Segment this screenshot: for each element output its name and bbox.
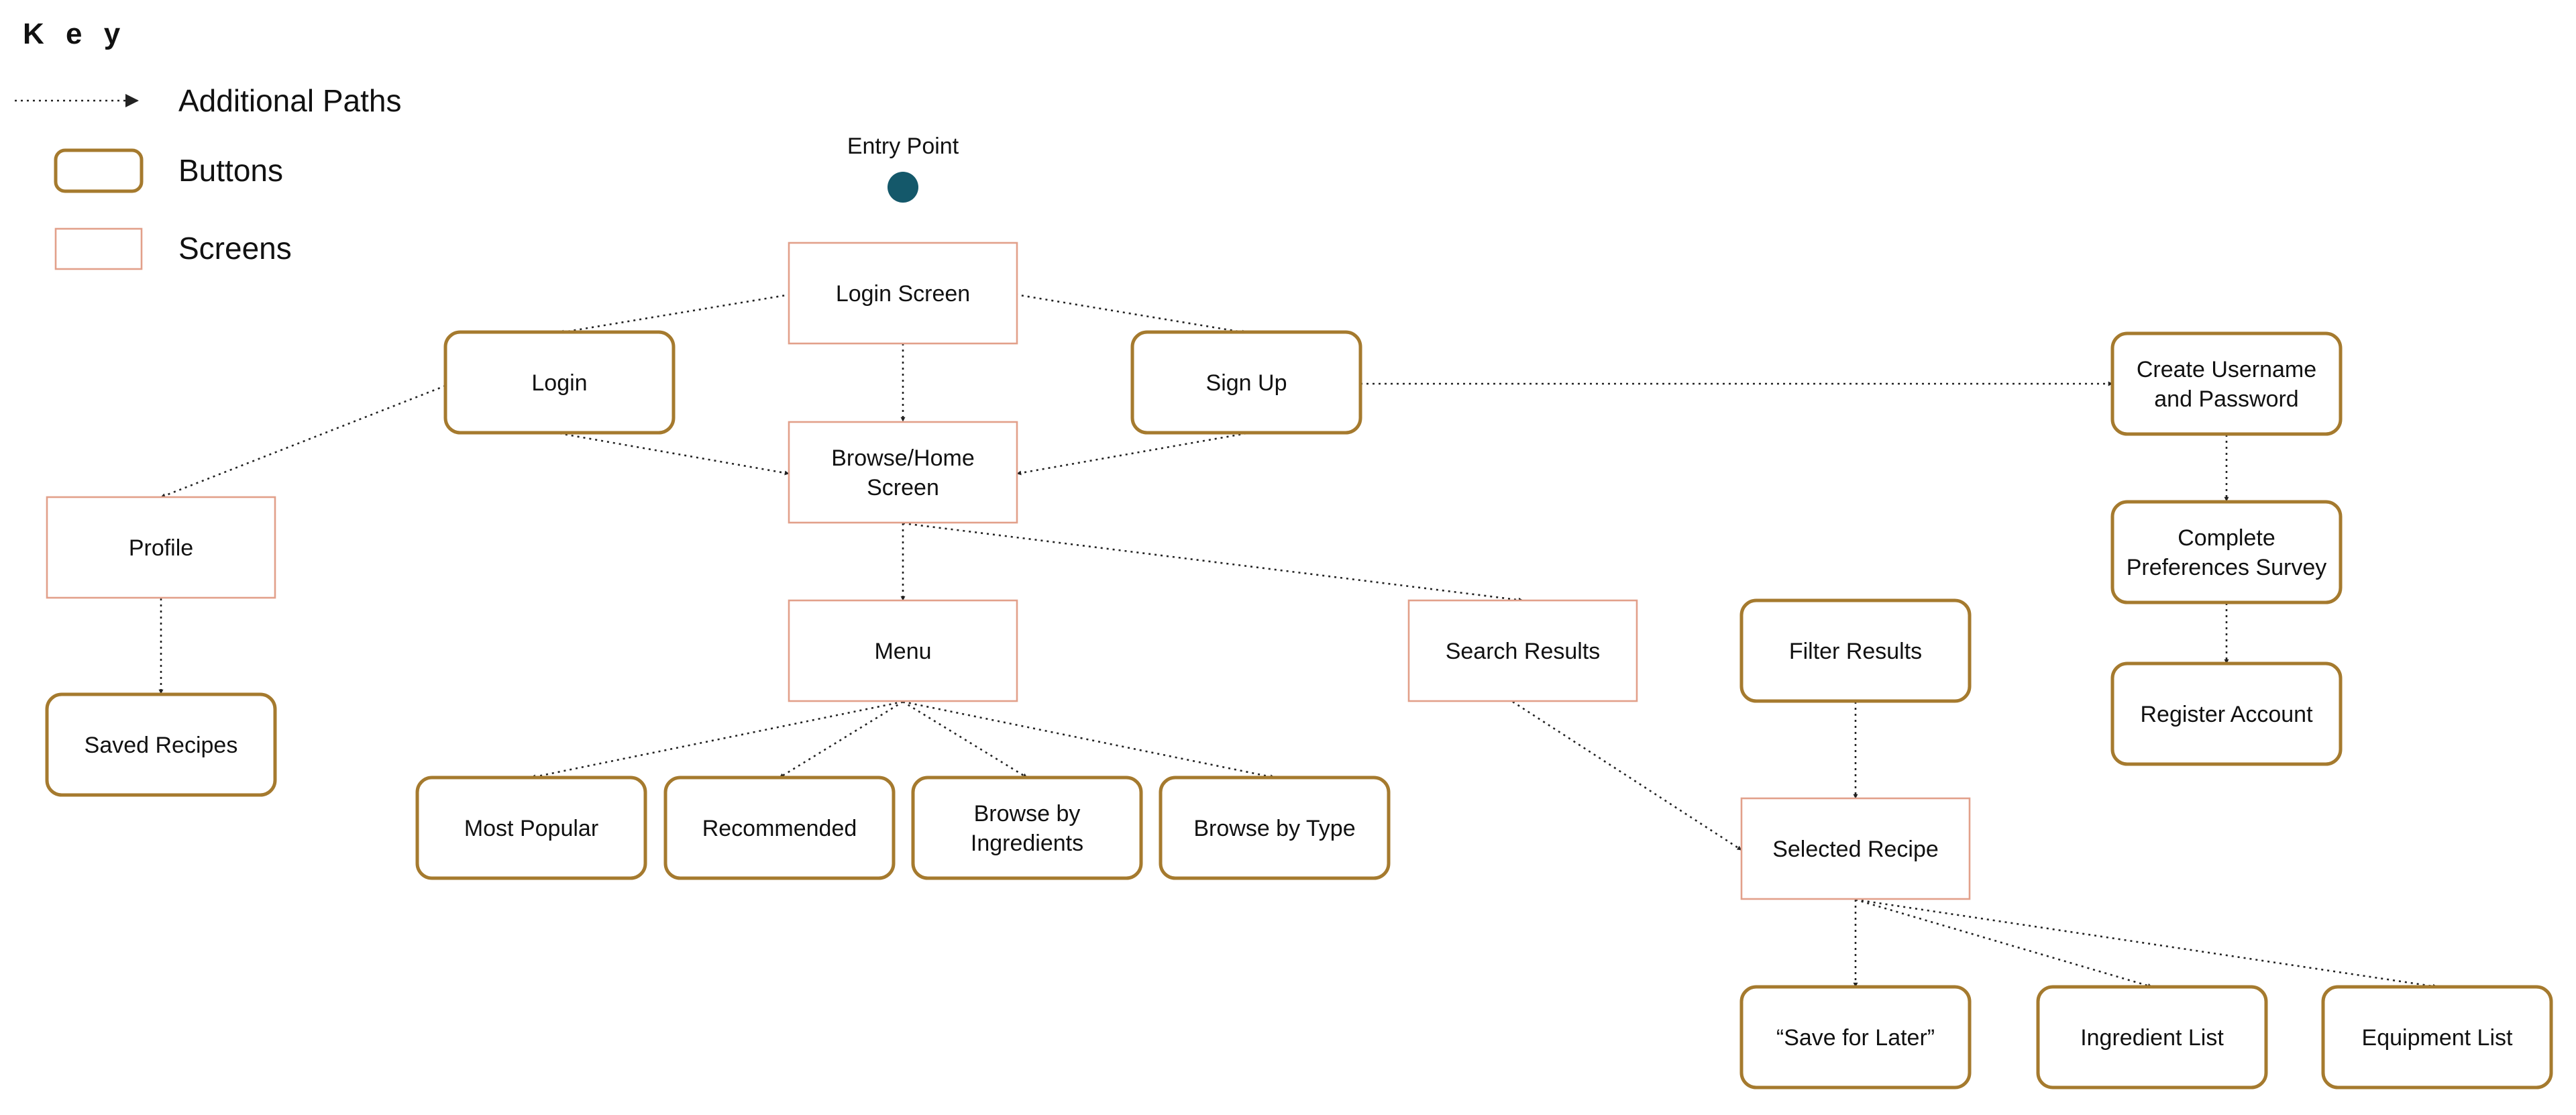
browse-home-label-line-1: Screen bbox=[867, 475, 939, 500]
node-recommended: Recommended bbox=[663, 776, 896, 880]
edges bbox=[158, 293, 2438, 989]
connector-search-results-to-selected-recipe bbox=[1512, 700, 1742, 851]
node-save-for-later: “Save for Later” bbox=[1739, 985, 1972, 1090]
legend: K e y Additional Paths Buttons Screens bbox=[15, 17, 401, 270]
entry-point-label: Entry Point bbox=[847, 134, 959, 159]
node-equipment-list: Equipment List bbox=[2321, 985, 2553, 1090]
profile-label-line-0: Profile bbox=[129, 535, 193, 561]
search-results-label-line-0: Search Results bbox=[1446, 639, 1601, 664]
connector-sign-up-to-browse-home bbox=[1016, 432, 1247, 476]
connector-login-screen-to-sign-up bbox=[1015, 293, 1247, 335]
browse-by-type-label-line-0: Browse by Type bbox=[1193, 816, 1355, 841]
sign-up-button-box bbox=[1130, 330, 1362, 435]
ingredient-list-button-box bbox=[2036, 985, 2268, 1090]
node-browse-by-type: Browse by Type bbox=[1159, 776, 1391, 880]
recommended-button-box bbox=[663, 776, 896, 880]
legend-item-additional-paths: Additional Paths bbox=[15, 83, 401, 118]
register-account-label-line-0: Register Account bbox=[2140, 702, 2313, 727]
save-for-later-button-box bbox=[1739, 985, 1972, 1090]
browse-home-screen-box bbox=[788, 421, 1018, 524]
connector-selected-recipe-to-ingredient-list bbox=[1855, 898, 2153, 988]
browse-by-type-button-box bbox=[1159, 776, 1391, 880]
legend-label-buttons: Buttons bbox=[178, 153, 283, 188]
node-sign-up: Sign Up bbox=[1130, 330, 1362, 435]
equipment-list-button-box bbox=[2321, 985, 2553, 1090]
recommended-label-line-0: Recommended bbox=[702, 816, 857, 841]
most-popular-button-box bbox=[415, 776, 647, 880]
connector-menu-to-browse-by-ingredients bbox=[902, 700, 1028, 779]
legend-item-buttons: Buttons bbox=[54, 148, 283, 193]
menu-screen-box bbox=[788, 599, 1018, 702]
complete-survey-button-box bbox=[2110, 500, 2343, 604]
node-ingredient-list: Ingredient List bbox=[2036, 985, 2268, 1090]
create-username-label-line-1: and Password bbox=[2154, 386, 2298, 412]
create-username-label-line-0: Create Username bbox=[2137, 357, 2316, 382]
sign-up-label-line-0: Sign Up bbox=[1206, 370, 1287, 396]
node-create-username: Create Username and Password bbox=[2110, 331, 2343, 436]
login-screen-label-line-0: Login Screen bbox=[836, 281, 970, 307]
selected-recipe-label-line-0: Selected Recipe bbox=[1772, 837, 1939, 862]
connector-login-to-profile bbox=[160, 384, 446, 498]
browse-home-label-line-0: Browse/Home bbox=[831, 445, 975, 471]
complete-survey-label-line-1: Preferences Survey bbox=[2127, 555, 2327, 580]
complete-survey-label-line-0: Complete bbox=[2178, 525, 2275, 551]
node-login: Login bbox=[443, 330, 676, 435]
register-account-button-box bbox=[2110, 661, 2343, 766]
search-results-screen-box bbox=[1407, 599, 1638, 702]
most-popular-label-line-0: Most Popular bbox=[464, 816, 598, 841]
legend-label-screens: Screens bbox=[178, 231, 292, 266]
connector-menu-to-recommended bbox=[779, 700, 904, 779]
browse-by-ingredients-label-line-0: Browse by bbox=[974, 801, 1081, 827]
connector-menu-to-most-popular bbox=[531, 700, 904, 780]
login-label-line-0: Login bbox=[531, 370, 587, 396]
create-username-button-box bbox=[2110, 331, 2343, 436]
legend-item-screens: Screens bbox=[54, 227, 292, 270]
filter-results-button-box bbox=[1739, 598, 1972, 703]
connector-login-screen-to-login bbox=[559, 293, 791, 335]
node-browse-by-ingredients: Browse by Ingredients bbox=[911, 776, 1143, 880]
legend-label-additional-paths: Additional Paths bbox=[178, 83, 401, 118]
login-button-box bbox=[443, 330, 676, 435]
profile-screen-box bbox=[46, 496, 276, 599]
legend-title: K e y bbox=[23, 17, 127, 50]
legend-screen-swatch bbox=[54, 227, 143, 270]
node-selected-recipe: Selected Recipe bbox=[1740, 797, 1971, 900]
node-search-results: Search Results bbox=[1407, 599, 1638, 702]
menu-label-line-0: Menu bbox=[874, 639, 931, 664]
node-menu: Menu bbox=[788, 599, 1018, 702]
node-most-popular: Most Popular bbox=[415, 776, 647, 880]
saved-recipes-button-box bbox=[45, 692, 277, 797]
legend-button-swatch bbox=[54, 148, 144, 193]
entry-point-dot bbox=[888, 172, 918, 203]
equipment-list-label-line-0: Equipment List bbox=[2362, 1025, 2513, 1051]
browse-by-ingredients-button-box bbox=[911, 776, 1143, 880]
login-screen-screen-box bbox=[788, 242, 1018, 345]
connector-menu-to-browse-by-type bbox=[902, 700, 1275, 780]
selected-recipe-screen-box bbox=[1740, 797, 1971, 900]
ingredient-list-label-line-0: Ingredient List bbox=[2080, 1025, 2224, 1051]
node-filter-results: Filter Results bbox=[1739, 598, 1972, 703]
saved-recipes-label-line-0: Saved Recipes bbox=[85, 733, 238, 758]
node-saved-recipes: Saved Recipes bbox=[45, 692, 277, 797]
browse-by-ingredients-label-line-1: Ingredients bbox=[971, 831, 1083, 856]
entry-point: Entry Point bbox=[847, 134, 959, 203]
node-login-screen: Login Screen bbox=[788, 242, 1018, 345]
node-register-account: Register Account bbox=[2110, 661, 2343, 766]
connector-login-to-browse-home bbox=[559, 432, 790, 476]
node-profile: Profile bbox=[46, 496, 276, 599]
connector-selected-recipe-to-equipment-list bbox=[1855, 898, 2438, 989]
filter-results-label-line-0: Filter Results bbox=[1789, 639, 1922, 664]
save-for-later-label-line-0: “Save for Later” bbox=[1776, 1025, 1935, 1051]
connector-browse-home-to-search-results bbox=[902, 522, 1523, 602]
